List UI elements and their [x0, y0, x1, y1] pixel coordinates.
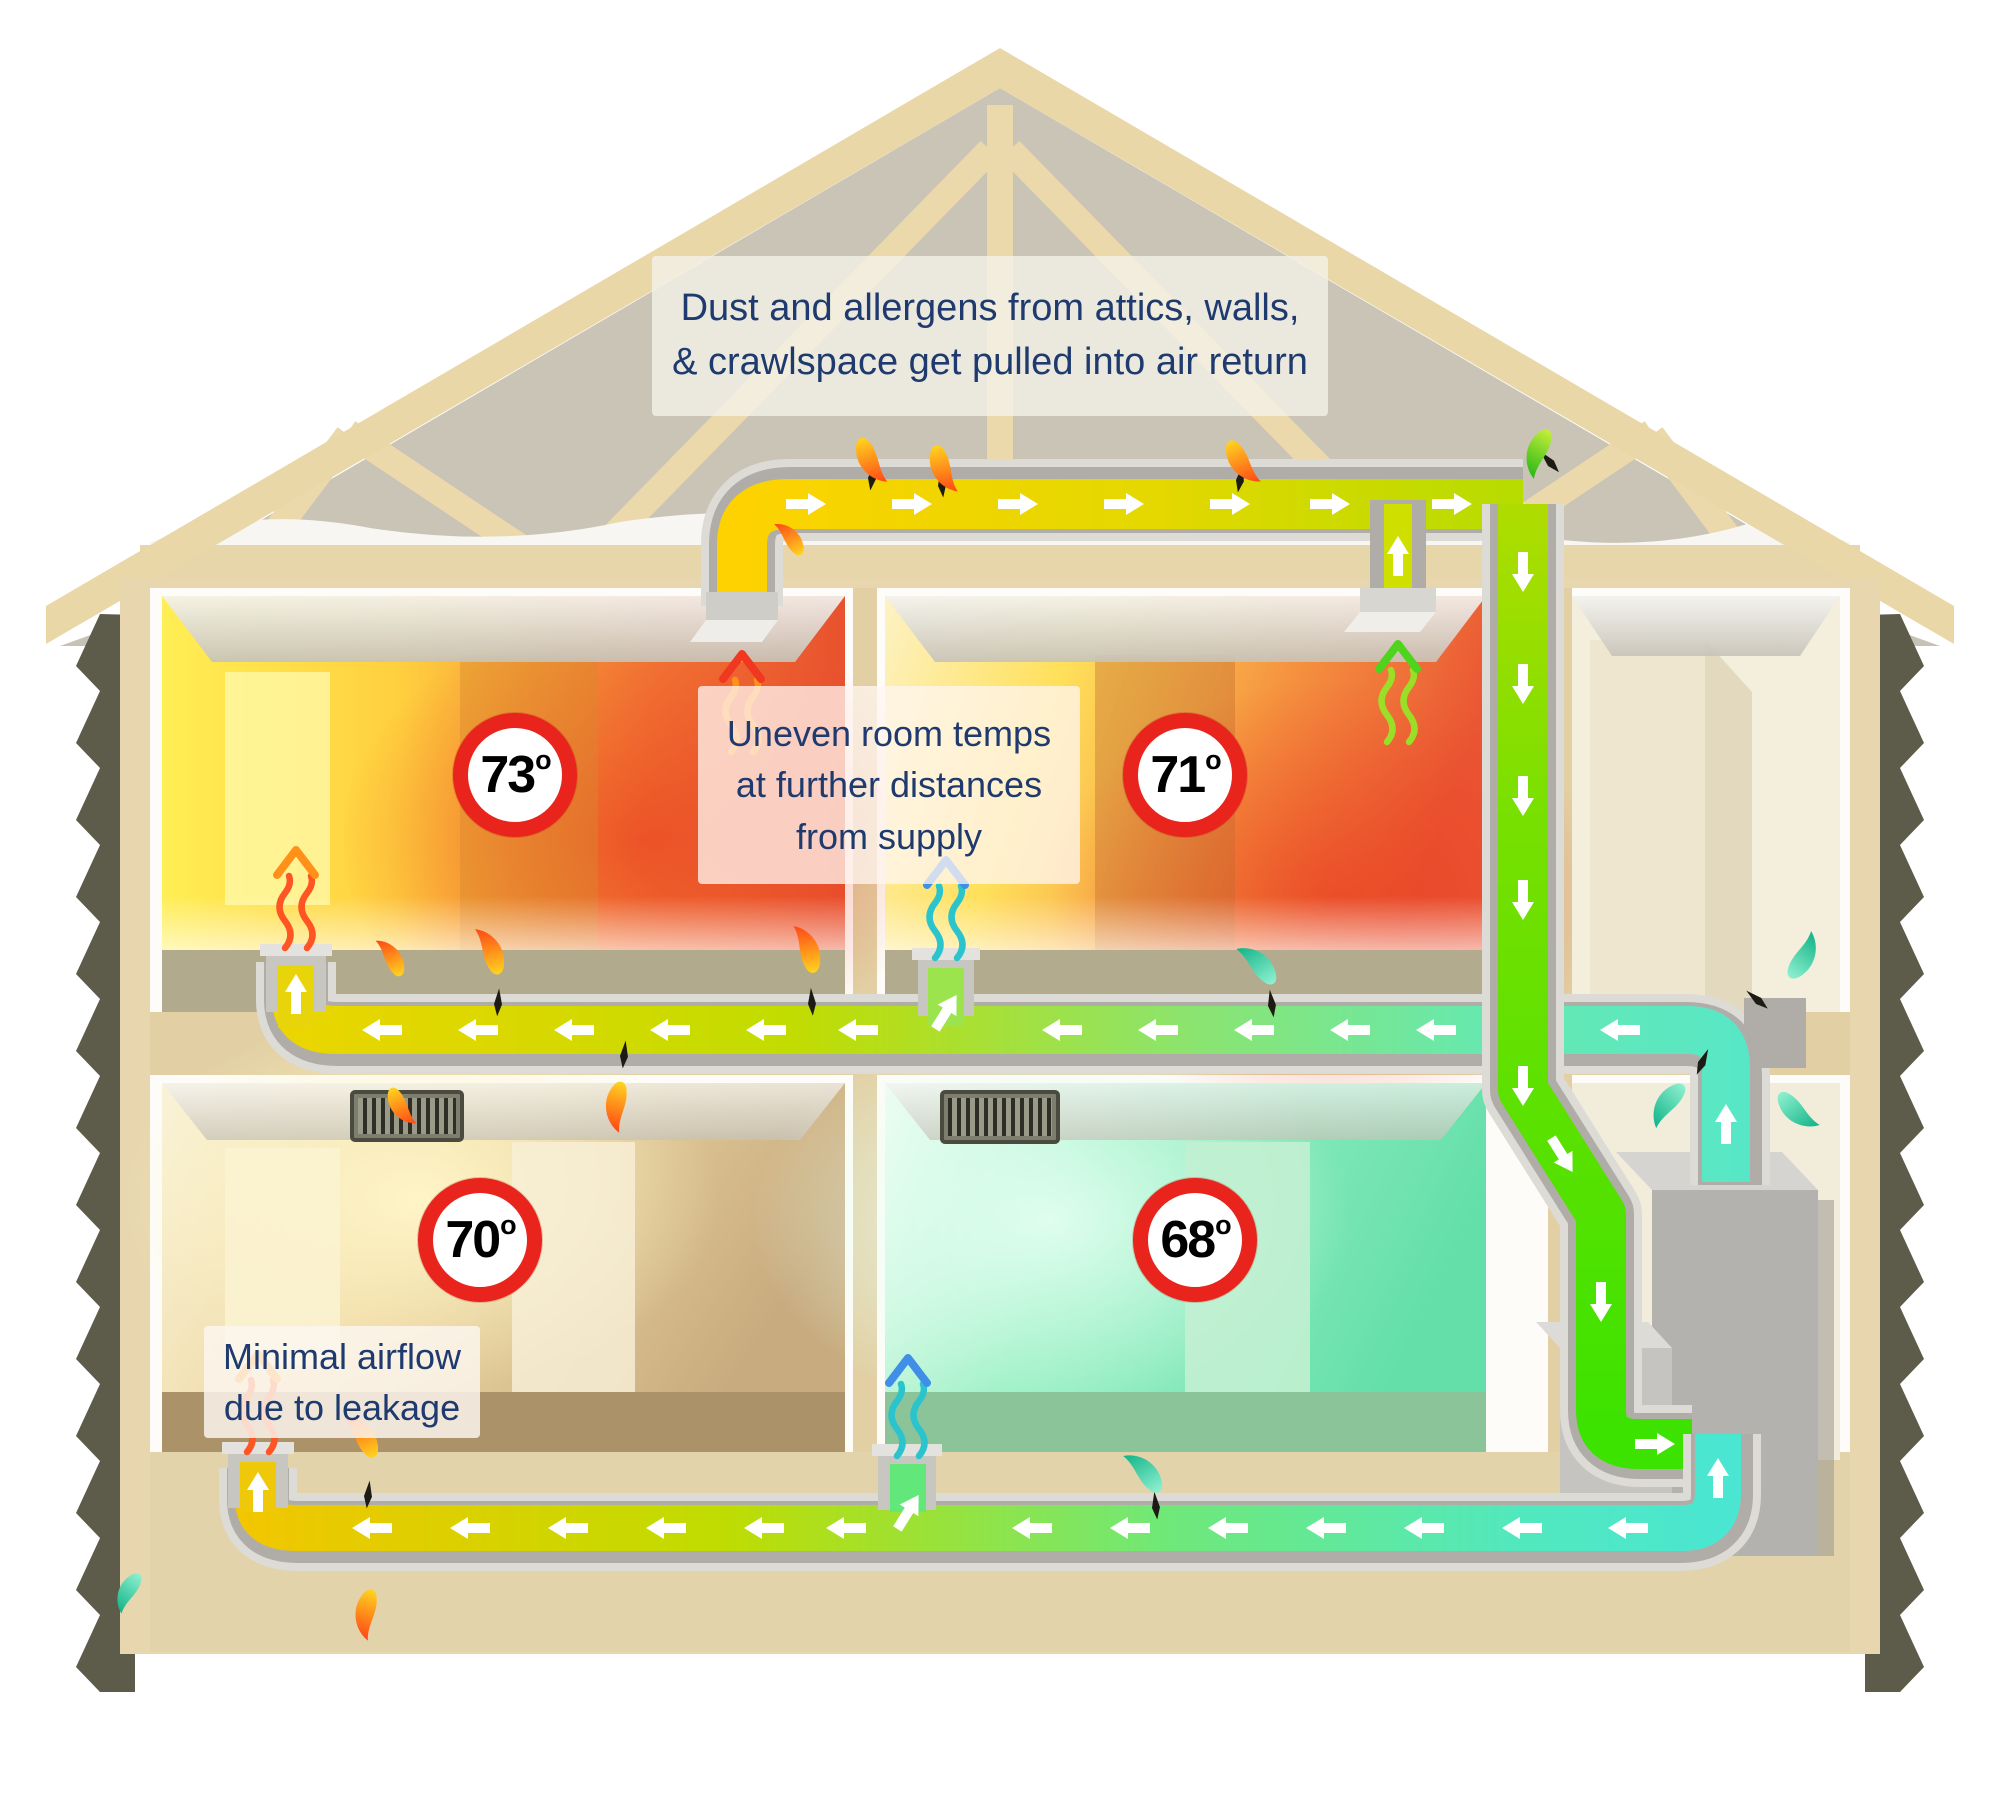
degree-symbol: o — [1205, 744, 1221, 775]
note-minimal-airflow: Minimal airflow due to leakage — [204, 1326, 480, 1438]
room-far-right-upper — [1572, 596, 1840, 1012]
bottom-supply-duct — [219, 1434, 1761, 1571]
degree-symbol: o — [535, 744, 551, 775]
floor-lower-right — [885, 1392, 1486, 1452]
note-uneven-temps: Uneven room temps at further distances f… — [698, 686, 1080, 884]
note-dust-allergens-text: Dust and allergens from attics, walls, &… — [672, 287, 1308, 383]
alcove-upper — [1590, 640, 1705, 1012]
temp-value-68: 68 — [1160, 1211, 1216, 1269]
temp-value-73: 73 — [480, 746, 536, 804]
degree-symbol: o — [500, 1209, 516, 1240]
degree-symbol: o — [1215, 1209, 1231, 1240]
temp-value-71: 71 — [1150, 746, 1206, 804]
note-dust-allergens: Dust and allergens from attics, walls, &… — [652, 256, 1328, 416]
temp-value-70: 70 — [445, 1211, 501, 1269]
note-minimal-airflow-text: Minimal airflow due to leakage — [222, 1335, 462, 1428]
note-uneven-temps-text: Uneven room temps at further distances f… — [726, 713, 1052, 857]
